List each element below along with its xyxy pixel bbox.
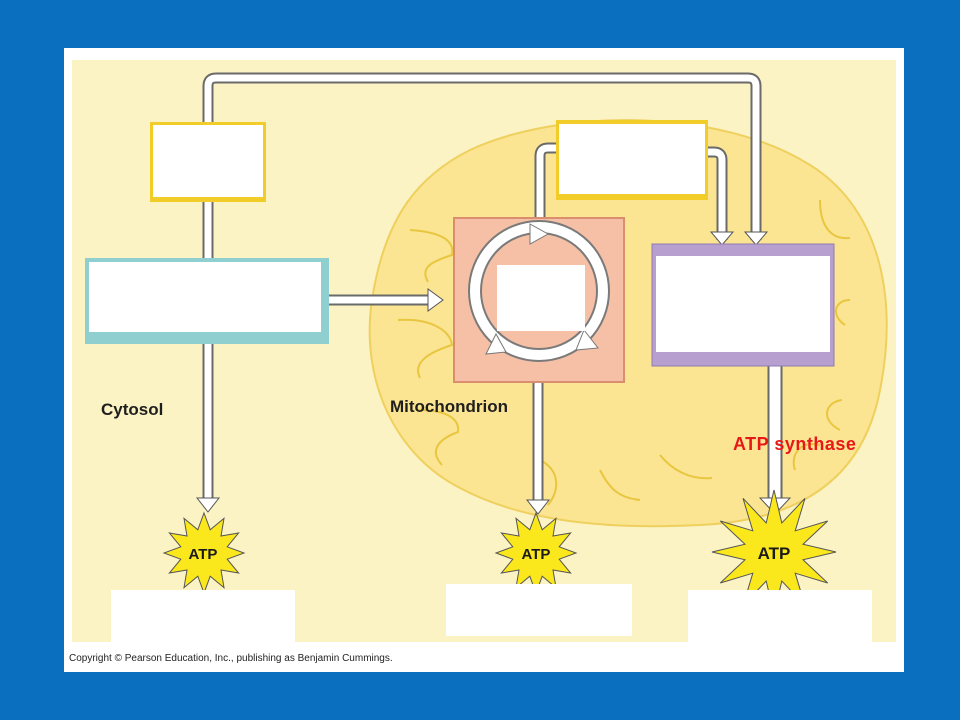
atp-synthase-label: ATP synthase <box>733 434 857 454</box>
copyright-text: Copyright © Pearson Education, Inc., pub… <box>69 653 393 664</box>
cycle-arrows <box>468 220 610 362</box>
atp-label-oxidative: ATP <box>758 544 791 563</box>
citric-cycle-label-box <box>497 265 585 331</box>
atp-label-citric-cycle: ATP <box>522 546 551 563</box>
mitochondrion-label: Mitochondrion <box>390 397 509 416</box>
blank-label-citric-cycle <box>446 584 632 636</box>
blank-label-oxidative <box>688 590 872 646</box>
blank-label-glycolysis <box>111 590 295 642</box>
cytosol-label: Cytosol <box>101 400 164 419</box>
atp-label-glycolysis: ATP <box>189 546 218 563</box>
